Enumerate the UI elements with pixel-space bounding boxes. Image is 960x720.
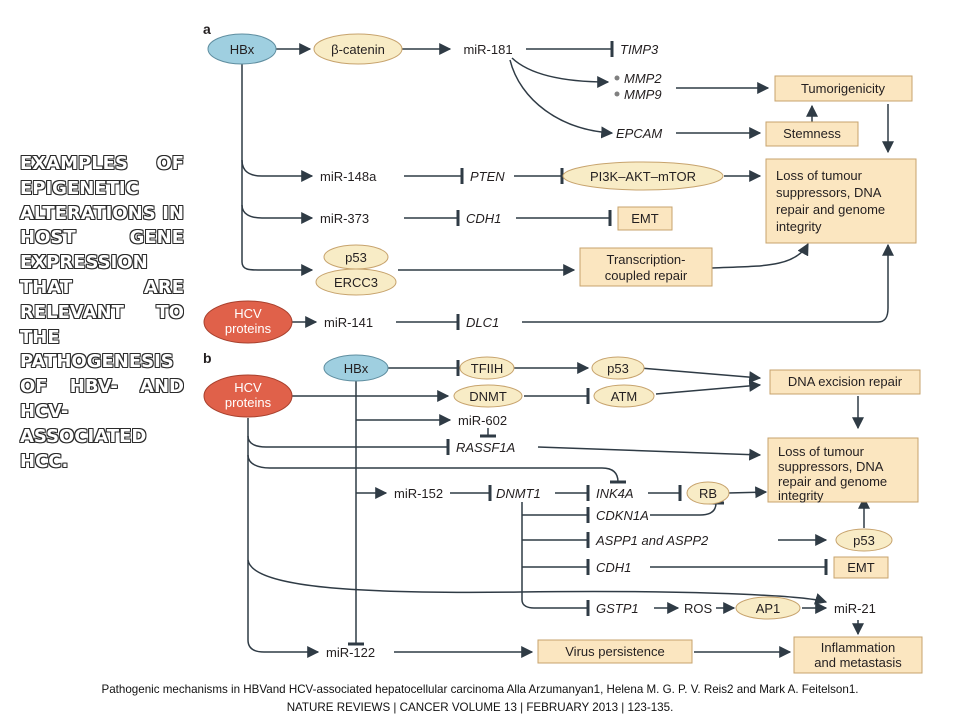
svg-text:suppressors, DNA: suppressors, DNA — [778, 459, 884, 474]
svg-text:Loss of tumour: Loss of tumour — [776, 168, 863, 183]
panel-b-dnmt1: DNMT1 — [496, 486, 541, 501]
panel-b-mir602: miR-602 — [458, 413, 507, 428]
svg-text:coupled repair: coupled repair — [605, 268, 688, 283]
panel-b-ros: ROS — [684, 601, 713, 616]
svg-text:HBx: HBx — [344, 361, 369, 376]
panel-b-dnmt-node: DNMT — [453, 384, 523, 408]
panel-b-letter: b — [203, 350, 212, 366]
panel-a-mir148a: miR-148a — [320, 169, 377, 184]
panel-b-hcv-node: HCV proteins — [203, 374, 293, 418]
panel-a-stemness-box: Stemness — [765, 121, 859, 147]
panel-b-mir21: miR-21 — [834, 601, 876, 616]
svg-text:repair and genome: repair and genome — [776, 202, 885, 217]
panel-b-cdh1: CDH1 — [596, 560, 631, 575]
svg-text:RB: RB — [699, 486, 717, 501]
panel-a-mmp2: MMP2 — [624, 71, 662, 86]
panel-a-edges — [241, 41, 894, 330]
panel-a-pi3k-node: PI3K–AKT–mTOR — [562, 161, 724, 191]
panel-a-cdh1: CDH1 — [466, 211, 501, 226]
panel-a-loss-box: Loss of tumour suppressors, DNA repair a… — [765, 158, 917, 244]
panel-a-hcv-node: HCV proteins — [203, 300, 293, 344]
svg-text:HCV: HCV — [234, 380, 262, 395]
panel-a-mmp2-dot — [614, 75, 620, 81]
panel-b-tfiih-node: TFIIH — [459, 356, 515, 380]
svg-text:AP1: AP1 — [756, 601, 781, 616]
panel-b-p53-low-node: p53 — [835, 528, 893, 552]
panel-a-mir141: miR-141 — [324, 315, 373, 330]
citation: Pathogenic mechanisms in HBVand HCV-asso… — [0, 681, 960, 717]
panel-a-ercc3-node: ERCC3 — [315, 268, 397, 296]
svg-text:p53: p53 — [607, 361, 629, 376]
svg-text:ATM: ATM — [611, 389, 637, 404]
panel-b-cdkn1a: CDKN1A — [596, 508, 649, 523]
svg-text:p53: p53 — [345, 250, 367, 265]
svg-text:repair and genome: repair and genome — [778, 474, 887, 489]
panel-a-hbx-node: HBx — [207, 33, 277, 65]
panel-b-p53-top-node: p53 — [591, 356, 645, 380]
svg-text:Inflammation: Inflammation — [821, 640, 895, 655]
panel-b-aspp: ASPP1 and ASPP2 — [595, 533, 709, 548]
panel-a-mir181: miR-181 — [463, 42, 512, 57]
slide-title: EXAMPLES OF EPIGENETIC ALTERATIONS IN HO… — [20, 153, 184, 472]
svg-text:PI3K–AKT–mTOR: PI3K–AKT–mTOR — [590, 169, 696, 184]
panel-a-epcam: EPCAM — [616, 126, 662, 141]
svg-text:Transcription-: Transcription- — [607, 252, 686, 267]
svg-text:proteins: proteins — [225, 395, 272, 410]
svg-text:p53: p53 — [853, 533, 875, 548]
svg-text:integrity: integrity — [776, 219, 822, 234]
svg-text:EMT: EMT — [847, 560, 875, 575]
panel-a-tumorigenicity-box: Tumorigenicity — [774, 75, 913, 102]
panel-a-dlc1: DLC1 — [466, 315, 499, 330]
panel-b-ink4a: INK4A — [596, 486, 634, 501]
svg-text:HBx: HBx — [230, 42, 255, 57]
panel-b-ap1-node: AP1 — [735, 596, 801, 620]
svg-text:Loss of tumour: Loss of tumour — [778, 444, 865, 459]
panel-b-mir122: miR-122 — [326, 645, 375, 660]
svg-text:DNMT: DNMT — [469, 389, 507, 404]
panel-b-inflammation-box: Inflammation and metastasis — [793, 636, 923, 674]
panel-a-timp3: TIMP3 — [620, 42, 659, 57]
svg-text:TFIIH: TFIIH — [471, 361, 504, 376]
svg-text:HCV: HCV — [234, 306, 262, 321]
svg-text:EMT: EMT — [631, 211, 659, 226]
svg-text:Stemness: Stemness — [783, 126, 841, 141]
citation-line-2: NATURE REVIEWS | CANCER VOLUME 13 | FEBR… — [286, 701, 674, 714]
svg-text:DNA excision repair: DNA excision repair — [788, 374, 903, 389]
panel-b-atm-node: ATM — [593, 384, 655, 408]
panel-a-mir373: miR-373 — [320, 211, 369, 226]
svg-text:Virus persistence: Virus persistence — [565, 644, 664, 659]
svg-text:β-catenin: β-catenin — [331, 42, 385, 57]
panel-a-mmp9: MMP9 — [624, 87, 662, 102]
panel-b-rb-node: RB — [686, 481, 730, 505]
panel-b-loss-box: Loss of tumour suppressors, DNA repair a… — [767, 437, 919, 503]
panel-b-emt-box: EMT — [833, 556, 889, 579]
svg-text:Tumorigenicity: Tumorigenicity — [801, 81, 886, 96]
panel-b-gstp1: GSTP1 — [596, 601, 639, 616]
pathway-diagram: a HBx β-catenin miR-181 TIMP3 MMP2 — [203, 21, 923, 674]
svg-text:and metastasis: and metastasis — [814, 655, 902, 670]
panel-a-beta-catenin-node: β-catenin — [313, 33, 403, 65]
svg-text:suppressors, DNA: suppressors, DNA — [776, 185, 882, 200]
panel-b-virus-box: Virus persistence — [537, 639, 693, 664]
panel-b-edges — [247, 360, 870, 658]
panel-a-emt-box: EMT — [617, 206, 673, 231]
panel-a-mmp9-dot — [614, 91, 620, 97]
panel-b-rassf1a: RASSF1A — [456, 440, 515, 455]
panel-a-letter: a — [203, 21, 211, 37]
panel-b-mir152: miR-152 — [394, 486, 443, 501]
svg-text:proteins: proteins — [225, 321, 272, 336]
citation-line-1: Pathogenic mechanisms in HBVand HCV-asso… — [101, 683, 859, 696]
panel-a-tcr-box: Transcription- coupled repair — [579, 247, 713, 287]
svg-text:ERCC3: ERCC3 — [334, 275, 378, 290]
panel-a-pten: PTEN — [470, 169, 505, 184]
panel-b-der-box: DNA excision repair — [769, 369, 921, 395]
svg-text:integrity: integrity — [778, 488, 824, 503]
panel-a-p53-node: p53 — [323, 244, 389, 270]
panel-b-hbx-node: HBx — [323, 354, 389, 382]
